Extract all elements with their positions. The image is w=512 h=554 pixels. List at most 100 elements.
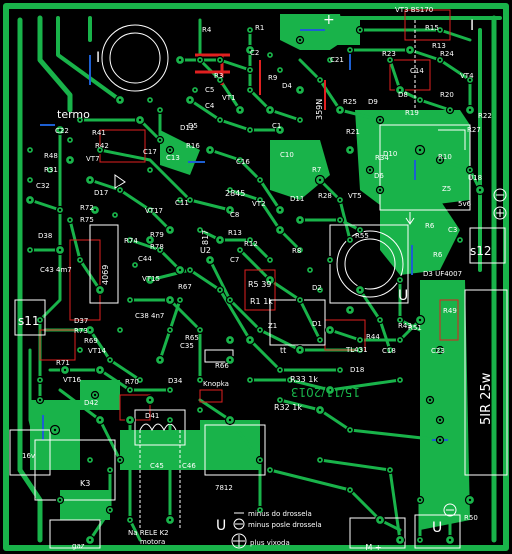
- label-termo: termo: [57, 108, 90, 121]
- pad-hole: [318, 338, 322, 342]
- label-817: 817: [201, 230, 210, 245]
- pad-hole: [38, 398, 42, 402]
- label-r539: R5 39: [248, 280, 271, 289]
- relay-k3-outline: [34, 439, 116, 501]
- pad-hole: [218, 238, 222, 242]
- ref-designator: R67: [178, 283, 192, 291]
- ref-designator: C11: [175, 199, 189, 207]
- ref-designator: Z1: [268, 322, 277, 330]
- pad-hole: [468, 78, 472, 82]
- ref-designator: C4: [205, 102, 215, 110]
- pad-hole: [228, 418, 232, 422]
- pad-hole: [248, 338, 252, 342]
- pad-hole: [338, 218, 342, 222]
- pad-hole: [468, 498, 472, 502]
- connector-labels: Na RELE K2 motora gaz - M + U: [72, 188, 507, 552]
- ref-designator: VT1: [222, 94, 236, 102]
- pad-hole: [298, 298, 302, 302]
- ref-designator: C46: [182, 462, 196, 470]
- ref-designator: R71: [56, 359, 70, 367]
- pad-hole: [438, 418, 442, 422]
- pad-hole: [438, 158, 442, 162]
- ref-designator: D18: [350, 366, 364, 374]
- pad-hole: [63, 368, 67, 372]
- ref-designator: R75: [80, 216, 94, 224]
- pad-hole: [118, 328, 122, 332]
- pad-hole: [378, 188, 382, 192]
- pad-hole: [118, 458, 122, 462]
- ref-designator: R23: [382, 50, 396, 58]
- label-i-left: I: [96, 50, 100, 66]
- ref-designator: R70: [125, 378, 139, 386]
- pad-hole: [148, 168, 152, 172]
- pad-hole: [198, 408, 202, 412]
- label-u-right-pot: U: [398, 288, 408, 304]
- pad-hole: [318, 408, 322, 412]
- ref-designator: D38: [38, 232, 52, 240]
- pad-hole: [258, 458, 262, 462]
- minus-terminal-icon: [443, 503, 457, 517]
- label-vt3: VT3 BS170: [395, 6, 433, 14]
- ref-designator: R69: [84, 337, 98, 345]
- pad-hole: [418, 498, 422, 502]
- pad-hole: [238, 108, 242, 112]
- ref-designator: R48: [44, 152, 58, 160]
- pad-hole: [178, 298, 182, 302]
- pad-hole: [133, 263, 137, 267]
- pad-hole: [468, 108, 472, 112]
- pad-hole: [258, 198, 262, 202]
- ref-designator: C7: [230, 256, 239, 264]
- label-r321k: R32 1k: [274, 403, 302, 412]
- pad-hole: [198, 328, 202, 332]
- pad-hole: [28, 178, 32, 182]
- pad-hole: [98, 418, 102, 422]
- pad-hole: [68, 138, 72, 142]
- ref-designator: R13: [432, 42, 446, 50]
- pad-hole: [108, 358, 112, 362]
- pad-hole: [28, 248, 32, 252]
- ref-designator: D34: [168, 377, 183, 385]
- pad-hole: [318, 178, 322, 182]
- pad-hole: [148, 278, 152, 282]
- pad-hole: [188, 98, 192, 102]
- pad-hole: [148, 398, 152, 402]
- pad-hole: [268, 108, 272, 112]
- label-tt: tt: [280, 346, 286, 355]
- pad-hole: [278, 368, 282, 372]
- pad-hole: [348, 148, 352, 152]
- pad-hole: [298, 38, 302, 42]
- pad-hole: [478, 188, 482, 192]
- pad-hole: [328, 258, 332, 262]
- ref-designator: R78: [150, 243, 164, 251]
- ref-designator: D11: [290, 195, 304, 203]
- ref-designator: R55: [355, 232, 369, 240]
- ref-designator: D4: [282, 82, 292, 90]
- ref-designator: C22: [55, 127, 69, 135]
- pad-hole: [228, 208, 232, 212]
- pad-hole: [38, 378, 42, 382]
- pad-hole: [188, 198, 192, 202]
- label-16v: 16v: [22, 452, 35, 460]
- pad-hole: [158, 358, 162, 362]
- ref-designator: D9: [368, 98, 378, 106]
- pad-hole: [158, 138, 162, 142]
- pad-hole: [248, 48, 252, 52]
- legend-circle-plus-icon: [231, 533, 247, 549]
- ref-designator: R79: [150, 231, 164, 239]
- pad-hole: [278, 228, 282, 232]
- pad-hole: [298, 118, 302, 122]
- label-tl431: TL431: [345, 346, 368, 354]
- pad-hole: [268, 468, 272, 472]
- pad-hole: [358, 338, 362, 342]
- pad-hole: [248, 378, 252, 382]
- pad-hole: [193, 88, 197, 92]
- pad-hole: [418, 148, 422, 152]
- label-7812: 7812: [215, 484, 233, 492]
- ref-designator: R24: [440, 50, 454, 58]
- pad-hole: [218, 78, 222, 82]
- pad-hole: [318, 458, 322, 462]
- gaz-connector-outline: [49, 519, 101, 549]
- pad-hole: [178, 198, 182, 202]
